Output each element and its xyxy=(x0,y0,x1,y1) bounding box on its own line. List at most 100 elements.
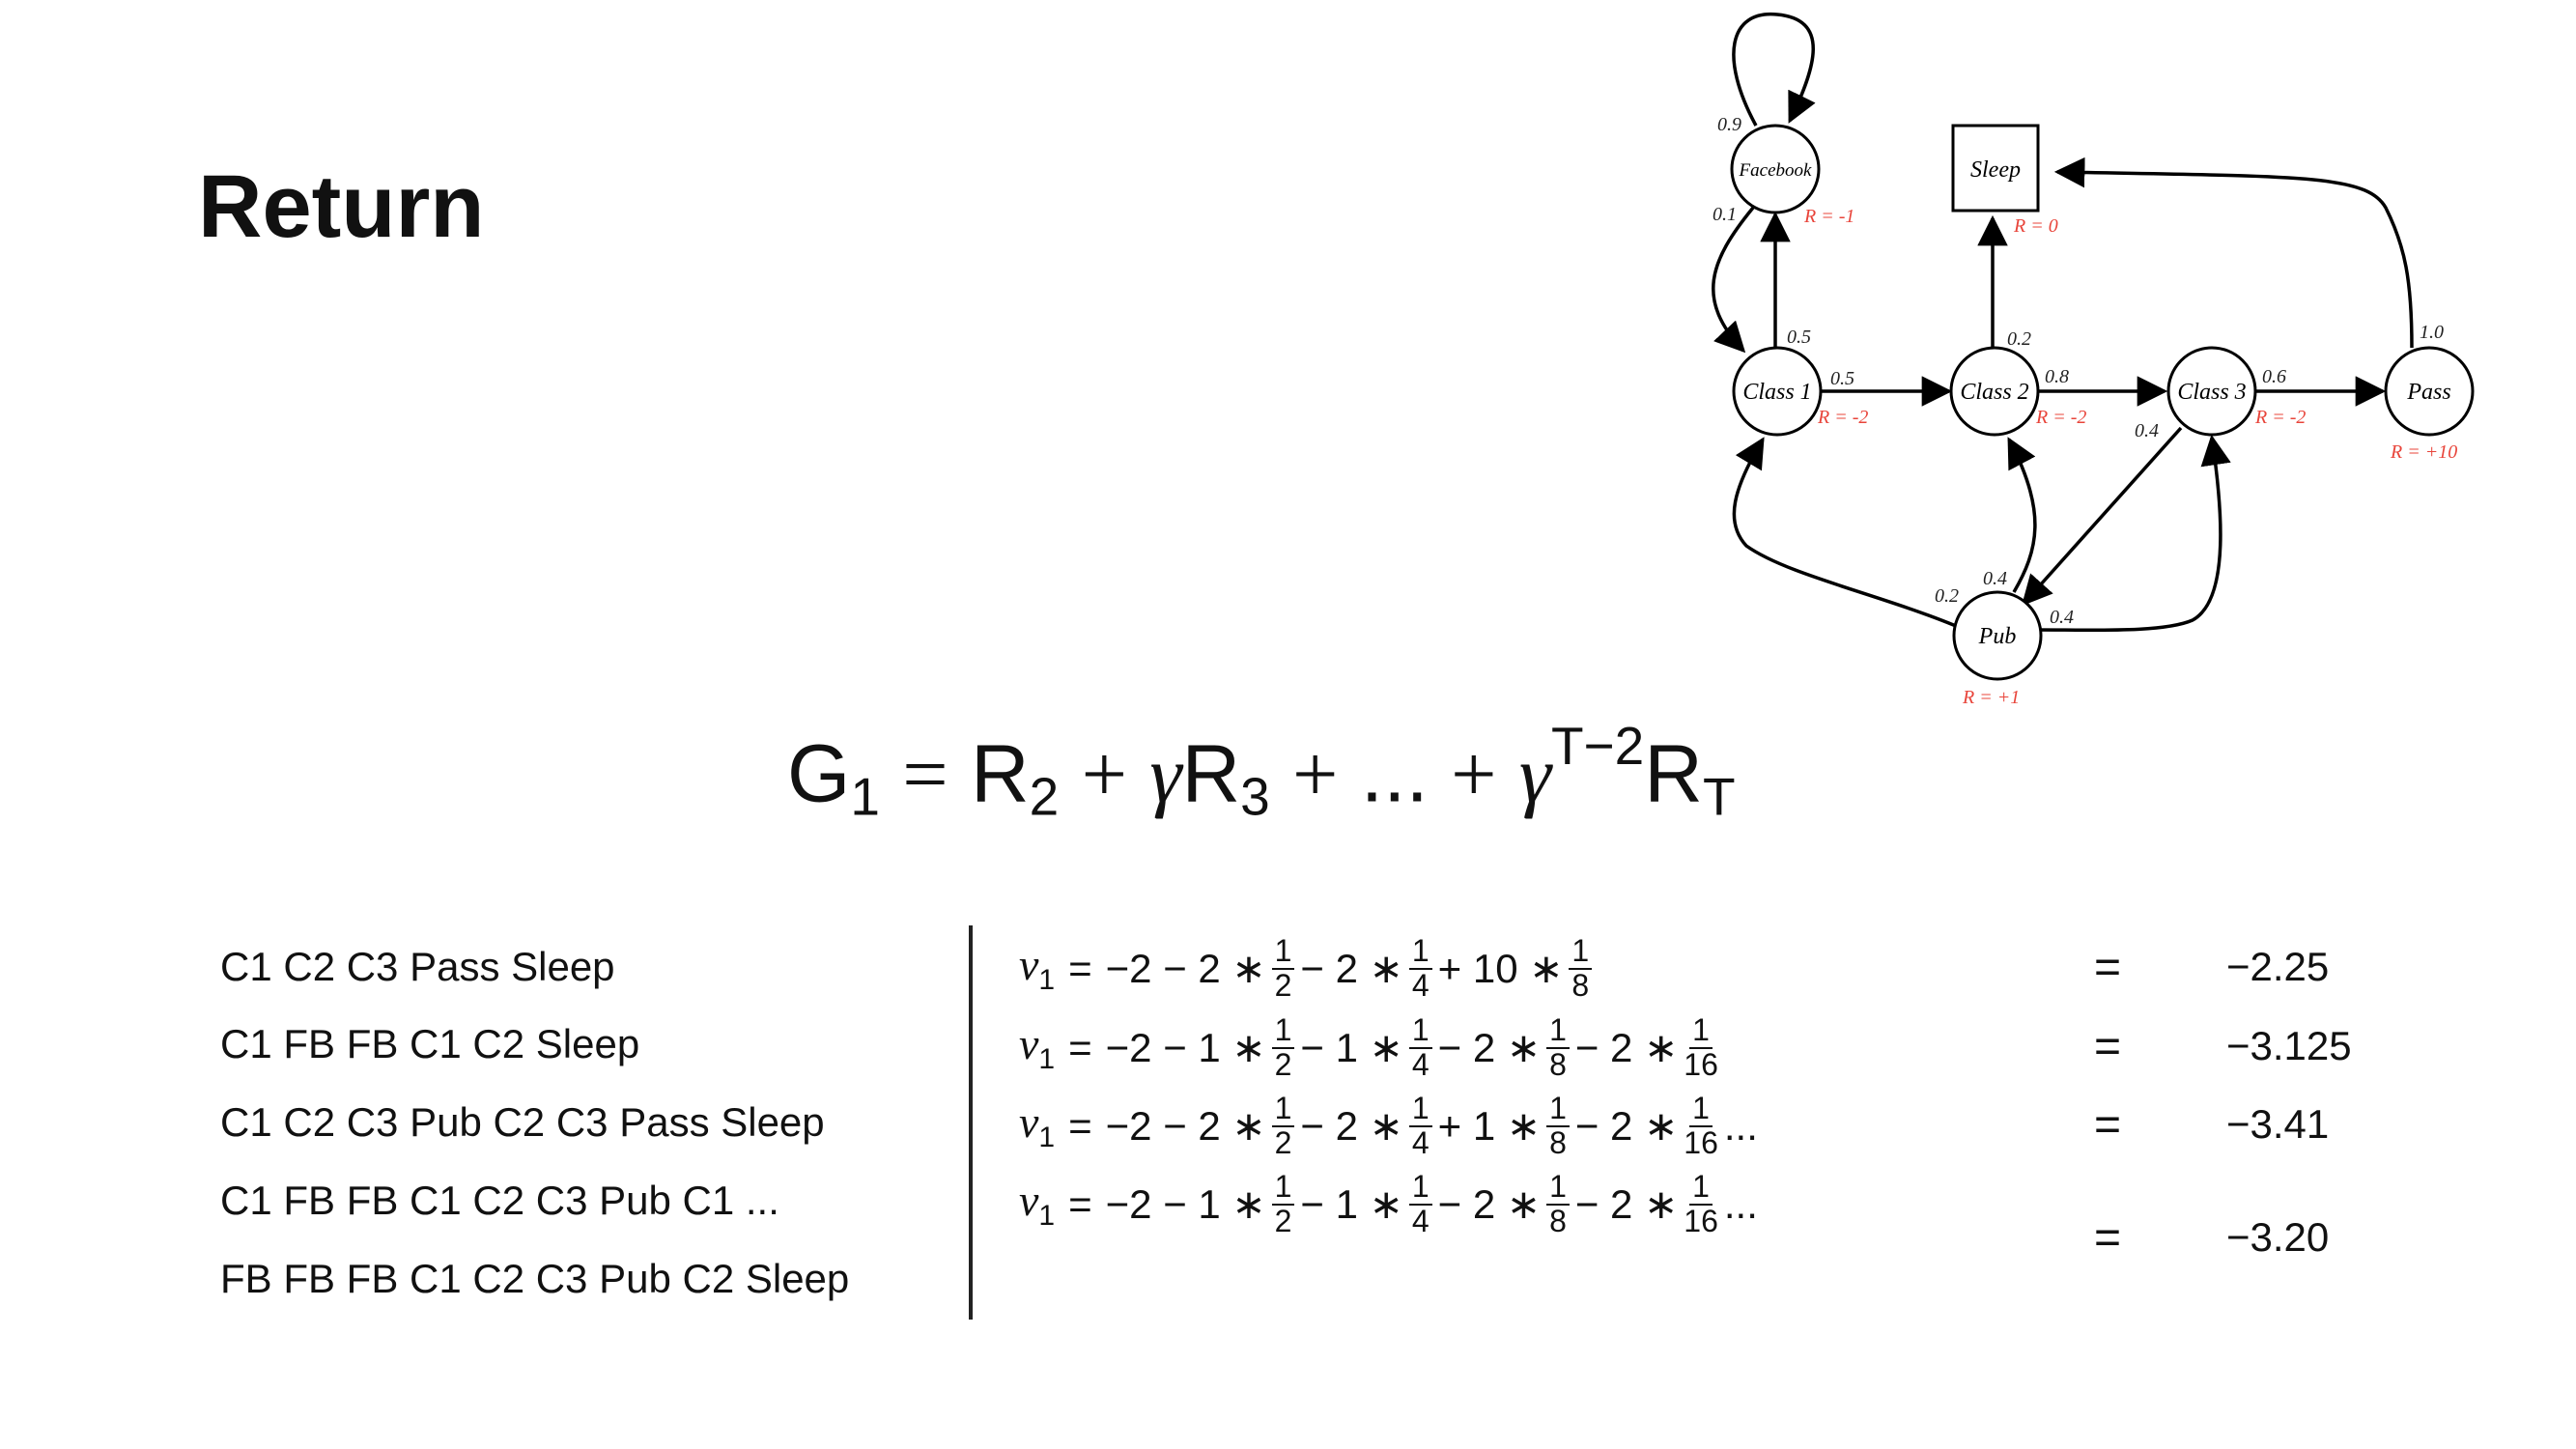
eq-exponent: T−2 xyxy=(1550,716,1645,776)
state-label: Pass xyxy=(2406,380,2450,405)
episode-3: C1 C2 C3 Pub C2 C3 Pass Sleep xyxy=(220,1099,825,1145)
state-label: Pub xyxy=(1978,624,2017,649)
eq-gamma: γ xyxy=(1518,729,1551,820)
formula-part: − 2 ∗ xyxy=(1574,1180,1679,1227)
prob-label: 0.4 xyxy=(1983,568,2007,589)
eq-gamma: γ xyxy=(1149,729,1182,820)
reward-label: R = -2 xyxy=(1817,407,1868,428)
state-pass: Pass R = +10 xyxy=(2384,346,2475,463)
eq-operator: = xyxy=(902,729,948,820)
state-facebook: Facebook R = -1 xyxy=(1730,124,1854,227)
formula-equals: = xyxy=(1068,1180,1092,1227)
edge-pub-class2 xyxy=(2007,437,2037,593)
formula-equals: = xyxy=(1068,1024,1092,1070)
formula-part: −2 − 1 ∗ xyxy=(1105,1180,1266,1227)
eq-dots: ... xyxy=(1360,727,1429,819)
result-value: −2.25 xyxy=(2226,944,2330,989)
episode-4: C1 FB FB C1 C2 C3 Pub C1 ... xyxy=(220,1178,779,1223)
eq-operator: + xyxy=(1081,729,1127,820)
prob-label: 0.8 xyxy=(2045,366,2069,387)
formula-part: − 1 ∗ xyxy=(1300,1024,1403,1070)
reward-label: R = 0 xyxy=(2013,215,2058,237)
prob-label: 0.5 xyxy=(1787,327,1811,348)
edge-pub-class1 xyxy=(1732,437,1957,628)
prob-label: 0.9 xyxy=(1717,114,1741,135)
eq-term: G xyxy=(787,727,851,819)
eq-subscript: 2 xyxy=(1029,766,1060,827)
state-label: Facebook xyxy=(1739,160,1812,181)
prob-label: 0.2 xyxy=(1935,585,1959,607)
result-equals: = xyxy=(2094,1099,2122,1151)
formula-part: + 10 ∗ xyxy=(1437,945,1564,991)
result-equals: = xyxy=(2094,1212,2122,1264)
state-label: Class 3 xyxy=(2177,380,2246,405)
edge-facebook-class1 xyxy=(1712,206,1755,354)
formula-part: −2 − 1 ∗ xyxy=(1105,1024,1266,1070)
formula-part: + 1 ∗ xyxy=(1437,1102,1542,1149)
column-divider xyxy=(969,925,973,1320)
value-symbol: v1 xyxy=(1019,1175,1056,1232)
value-symbol: v1 xyxy=(1019,1096,1056,1153)
state-class3: Class 3 R = -2 xyxy=(2166,346,2306,437)
prob-label: 0.4 xyxy=(2050,607,2074,628)
reward-label: R = +10 xyxy=(2390,441,2457,463)
eq-term: R xyxy=(971,727,1030,819)
formula-part: − 2 ∗ xyxy=(1300,945,1403,991)
edge-class3-pub xyxy=(2021,426,2183,607)
prob-label: 1.0 xyxy=(2420,322,2444,343)
state-class2: Class 2 R = -2 xyxy=(1949,346,2086,437)
student-mdp-diagram: Facebook R = -1 Sleep R = 0 Class 1 R = … xyxy=(1712,13,2475,708)
state-label: Sleep xyxy=(1970,157,2021,183)
episode-1: C1 C2 C3 Pass Sleep xyxy=(220,944,615,989)
result-equals: = xyxy=(2094,1021,2122,1072)
eq-operator: + xyxy=(1451,729,1497,820)
result-value: −3.20 xyxy=(2226,1214,2330,1260)
prob-label: 0.6 xyxy=(2262,366,2286,387)
formula-part: − 1 ∗ xyxy=(1300,1180,1403,1227)
formula-part: − 2 ∗ xyxy=(1300,1102,1403,1149)
reward-label: R = -2 xyxy=(2035,407,2086,428)
eq-term: R xyxy=(1181,727,1241,819)
prob-label: 0.2 xyxy=(2007,328,2031,350)
formula-part: − 2 ∗ xyxy=(1574,1102,1679,1149)
formula-part: −2 − 2 ∗ xyxy=(1105,1102,1266,1149)
value-symbol: v1 xyxy=(1019,1018,1056,1075)
reward-label: R = -1 xyxy=(1803,206,1854,227)
reward-label: R = +1 xyxy=(1962,687,2020,708)
prob-label: 0.4 xyxy=(2135,420,2159,441)
formula-ellipsis: ... xyxy=(1723,1180,1758,1227)
state-label: Class 2 xyxy=(1960,380,2028,405)
result-value: −3.125 xyxy=(2226,1023,2352,1068)
state-class1: Class 1 R = -2 xyxy=(1732,346,1868,437)
formula-part: −2 − 2 ∗ xyxy=(1105,945,1266,991)
state-label: Class 1 xyxy=(1742,380,1811,405)
episode-5: FB FB FB C1 C2 C3 Pub C2 Sleep xyxy=(220,1256,850,1301)
episode-2: C1 FB FB C1 C2 Sleep xyxy=(220,1021,640,1066)
state-sleep: Sleep R = 0 xyxy=(1951,124,2058,237)
state-pub: Pub R = +1 xyxy=(1952,590,2043,708)
reward-label: R = -2 xyxy=(2254,407,2306,428)
eq-subscript: 3 xyxy=(1240,766,1270,827)
return-equation: G1 = R2 + γR3 + ... + γT−2RT xyxy=(787,720,1736,823)
formula-ellipsis: ... xyxy=(1723,1102,1758,1149)
formula-part: − 2 ∗ xyxy=(1437,1024,1542,1070)
prob-label: 0.5 xyxy=(1830,368,1854,389)
formula-part: − 2 ∗ xyxy=(1437,1180,1542,1227)
